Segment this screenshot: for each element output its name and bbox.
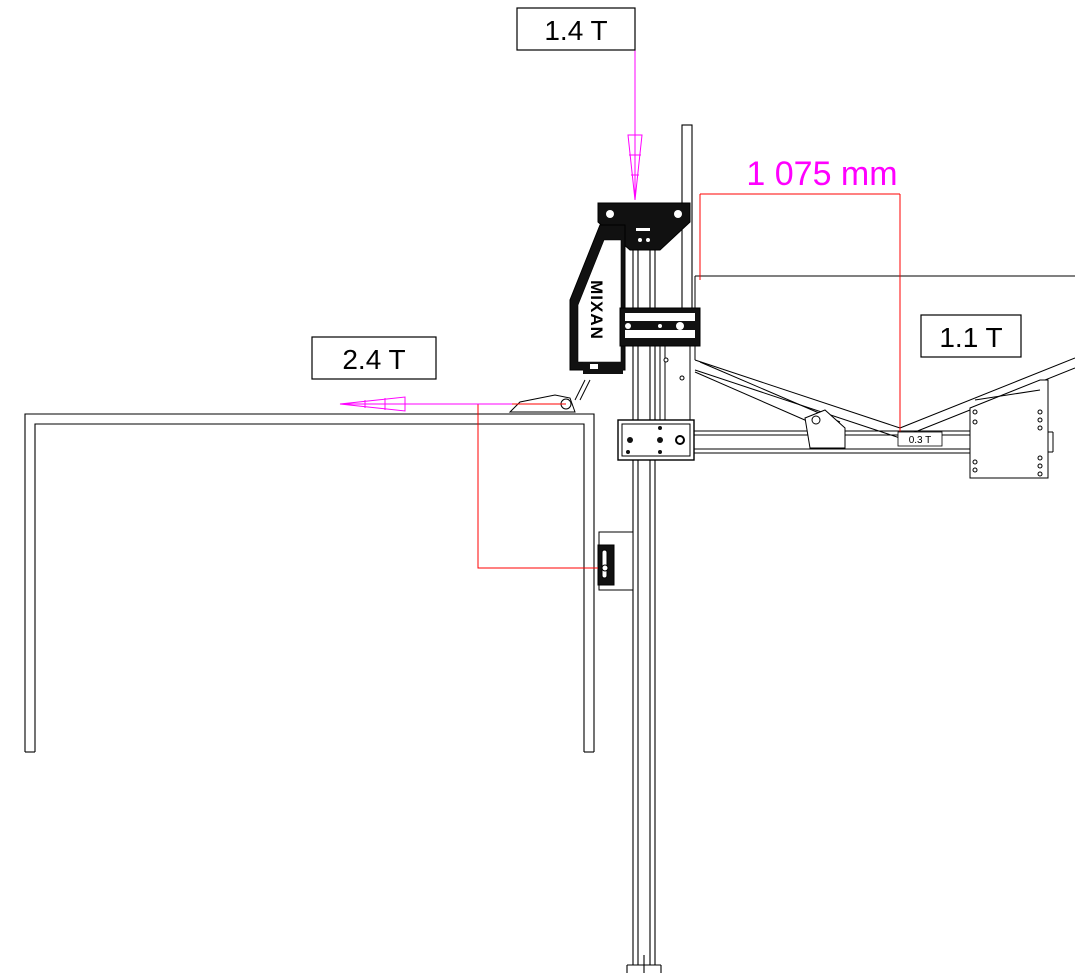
end-bracket xyxy=(969,379,1054,479)
load-box-vertical: 1.4 T xyxy=(516,7,636,51)
load-vertical-label: 1.4 T xyxy=(544,15,607,46)
table-hinge xyxy=(508,379,591,413)
load-box-beam: 0.3 T xyxy=(897,431,943,447)
load-box-horizontal: 2.4 T xyxy=(311,336,437,380)
lower-clamp xyxy=(617,419,695,461)
load-box-hopper: 1.1 T xyxy=(920,314,1022,358)
load-beam-label: 0.3 T xyxy=(909,435,932,446)
load-horizontal-label: 2.4 T xyxy=(342,344,405,375)
slide-plate xyxy=(659,345,691,422)
horizontal-load-arrow xyxy=(339,396,512,412)
arm-body xyxy=(569,224,626,374)
reference-lines xyxy=(477,193,901,569)
middle-clamp xyxy=(619,307,701,347)
dimension-label: 1 075 mm xyxy=(746,155,897,193)
table-frame xyxy=(24,413,595,753)
strut-bracket xyxy=(804,409,846,449)
side-bracket xyxy=(597,531,634,591)
vertical-load-arrow xyxy=(627,42,643,201)
main-column xyxy=(626,240,662,973)
load-hopper-label: 1.1 T xyxy=(939,322,1002,353)
brand-logo: MIXAN xyxy=(587,280,606,340)
